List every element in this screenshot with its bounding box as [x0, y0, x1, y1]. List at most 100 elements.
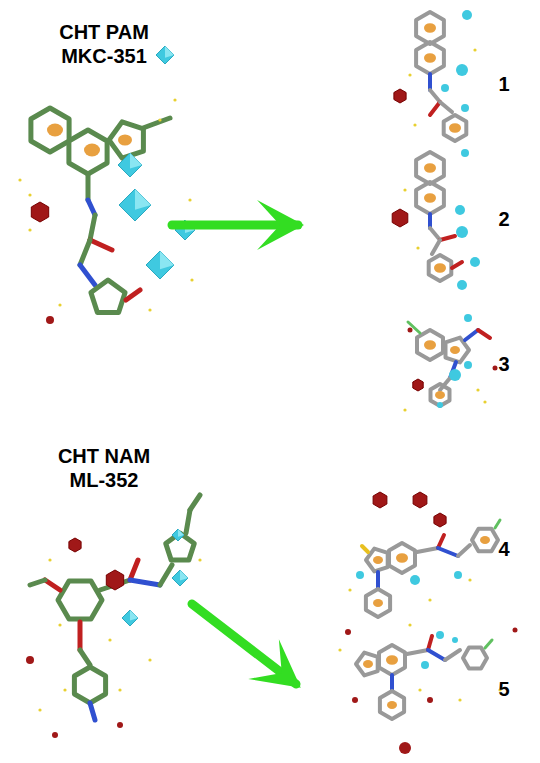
stick-bond	[417, 548, 438, 552]
feature-sphere	[408, 73, 411, 76]
acceptor-feature	[180, 570, 188, 580]
aromatic-ring	[389, 543, 415, 573]
aromatic-feature	[396, 553, 408, 563]
feature-sphere	[190, 278, 193, 281]
acceptor-feature	[165, 46, 174, 58]
five-ring	[91, 280, 125, 313]
feature-sphere	[46, 316, 54, 324]
stick-bond	[130, 580, 160, 585]
callout-number: 5	[490, 677, 518, 701]
aromatic-feature	[47, 124, 63, 137]
stick-bond	[30, 580, 45, 585]
aromatic-feature	[373, 599, 383, 607]
aromatic-ring	[429, 255, 452, 281]
feature-sphere	[158, 118, 161, 121]
green-arrow	[257, 200, 304, 250]
feature-sphere	[356, 571, 364, 579]
feature-sphere	[452, 637, 458, 643]
acceptor-feature	[130, 153, 142, 169]
acceptor-feature	[130, 610, 138, 620]
aromatic-feature	[118, 134, 132, 145]
stick-bond	[428, 214, 432, 228]
feature-sphere	[470, 257, 480, 267]
stick-bond	[428, 650, 445, 660]
aromatic-feature	[386, 655, 398, 665]
feature-sphere	[403, 408, 406, 411]
feature-sphere	[410, 575, 420, 585]
aromatic-ring	[366, 589, 390, 617]
aromatic-ring	[69, 130, 107, 174]
stick-bond	[445, 650, 460, 660]
aromatic-feature	[84, 144, 100, 157]
stick-bond	[130, 560, 138, 580]
compound-title: CHT NAM ML-352	[40, 444, 168, 492]
feature-sphere	[493, 366, 498, 371]
aromatic-ring	[380, 691, 404, 719]
feature-sphere	[348, 588, 351, 591]
donor-feature	[434, 513, 446, 527]
donor-feature	[413, 379, 423, 391]
stick-bond	[407, 650, 428, 654]
feature-sphere	[188, 198, 191, 201]
feature-sphere	[345, 629, 351, 635]
compound-title: CHT PAM MKC-351	[40, 20, 168, 68]
stick-bond	[45, 580, 60, 590]
stick-bond	[90, 703, 95, 720]
feature-sphere	[148, 308, 151, 311]
callout-number: 1	[490, 72, 518, 96]
stick-bond	[186, 510, 190, 533]
stick-bond	[485, 640, 492, 648]
feature-sphere	[117, 722, 123, 728]
feature-sphere	[464, 361, 472, 369]
feature-sphere	[399, 742, 411, 754]
callout-number: 4	[490, 537, 518, 561]
five-ring	[356, 653, 378, 676]
aromatic-ring	[472, 529, 498, 552]
feature-sphere	[455, 205, 465, 215]
aromatic-ring	[417, 330, 443, 360]
aromatic-ring	[58, 581, 102, 619]
aromatic-ring	[31, 108, 69, 152]
feature-sphere	[418, 688, 421, 691]
aromatic-feature	[450, 346, 460, 354]
stick-bond	[390, 675, 394, 690]
feature-sphere	[462, 10, 472, 20]
aromatic-ring	[379, 645, 405, 675]
stick-bond	[376, 572, 380, 588]
stick-bond	[430, 90, 440, 102]
feature-sphere	[461, 149, 469, 157]
acceptor-feature	[172, 570, 188, 586]
donor-feature	[413, 492, 427, 508]
feature-sphere	[428, 598, 431, 601]
aromatic-feature	[480, 536, 490, 544]
stick-bond	[78, 622, 83, 650]
aromatic-ring	[416, 42, 444, 74]
feature-sphere	[436, 631, 444, 639]
stick-bond	[430, 102, 440, 115]
aromatic-feature	[449, 123, 461, 133]
stick-bond	[408, 322, 420, 333]
feature-sphere	[416, 246, 419, 249]
feature-sphere	[58, 623, 61, 626]
aromatic-ring	[463, 648, 487, 669]
stick-bond	[452, 262, 462, 268]
aromatic-feature	[424, 53, 436, 63]
feature-sphere	[28, 193, 31, 196]
aromatic-feature	[435, 391, 445, 399]
donor-feature	[106, 570, 123, 590]
callout-number: 3	[490, 352, 518, 376]
stick-bond	[440, 236, 455, 240]
feature-sphere	[413, 123, 416, 126]
feature-sphere	[454, 571, 462, 579]
donor-feature	[69, 538, 81, 552]
aromatic-feature	[373, 556, 383, 564]
feature-sphere	[173, 98, 176, 101]
callout-number: 2	[490, 207, 518, 231]
donor-feature	[373, 492, 387, 508]
stick-bond	[428, 636, 432, 650]
acceptor-feature	[146, 251, 174, 279]
stick-bond	[80, 265, 95, 285]
donor-feature	[394, 89, 406, 103]
feature-sphere	[408, 328, 413, 333]
